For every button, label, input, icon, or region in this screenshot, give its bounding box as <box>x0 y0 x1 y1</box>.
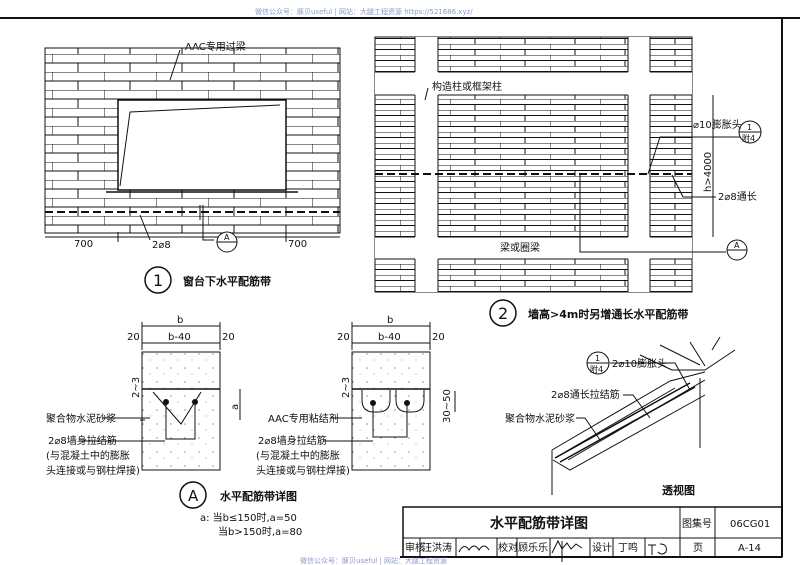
rebar-through-label: 2⌀8通长 <box>718 191 757 203</box>
column-label: 构造柱或框架柱 <box>432 80 502 93</box>
check-label: 校对 <box>498 541 518 554</box>
dim-b-right: b <box>387 315 393 326</box>
tie-label-3: 头连接或与钢柱焊接) <box>46 464 140 477</box>
detail-a-title: 水平配筋带详图 <box>220 489 297 503</box>
perspective-ref-bottom: 附4 <box>590 364 603 374</box>
ref-bottom: 附4 <box>742 133 755 143</box>
detail-a-sections <box>80 322 456 509</box>
perspective-title: 透视图 <box>662 483 695 497</box>
tie-label-2: (与混凝土中的膨胀 <box>46 449 130 462</box>
lintel-label: AAC专用过梁 <box>185 40 246 53</box>
sheet-title: 水平配筋带详图 <box>490 515 588 532</box>
dim-20-right-a: 20 <box>337 332 350 343</box>
checker-name: 顾乐乐 <box>518 542 548 554</box>
detail-number-a: A <box>188 487 199 505</box>
watermark-top: 微信公众号：豚贝useful | 网站：大腿工程资源 https://52168… <box>255 7 473 16</box>
detail-1-window-sill <box>44 47 341 294</box>
reviewer-name: 汪洪涛 <box>422 541 452 554</box>
adhesive-label: AAC专用粘结剂 <box>268 412 339 425</box>
dim-b40-left: b-40 <box>168 332 191 343</box>
gap-left: 2~3 <box>131 377 142 398</box>
perspective-tie: 2⌀8通长拉结筋 <box>551 388 620 401</box>
designer-name: 丁鸣 <box>618 541 638 554</box>
page-label: 页 <box>693 542 703 554</box>
section-marker-2: A <box>734 241 740 250</box>
detail-number-2: 2 <box>498 304 508 323</box>
perspective-anchor: 2⌀10膨胀头 <box>612 357 667 370</box>
perspective-mortar: 聚合物水泥砂浆 <box>505 412 575 425</box>
dim-b40-right: b-40 <box>378 332 401 343</box>
page-number: A-14 <box>738 543 761 554</box>
height-label: h>4000 <box>703 152 714 192</box>
mortar-label: 聚合物水泥砂浆 <box>46 412 116 425</box>
note-2: 当b>150时,a=80 <box>218 525 302 538</box>
watermark-bottom: 微信公众号：豚贝useful | 网站：大腿工程资源 <box>300 556 447 565</box>
tie-label-right-3: 头连接或与钢柱焊接) <box>256 464 350 477</box>
anchor-label: ⌀10膨胀头 <box>693 118 742 131</box>
dim-range: 30~50 <box>442 389 453 423</box>
detail-1-title: 窗台下水平配筋带 <box>183 274 271 288</box>
ref-top: 1 <box>747 123 752 132</box>
rebar-label: 2⌀8 <box>152 240 171 251</box>
dim-right: 700 <box>288 239 307 250</box>
dim-20-left-a: 20 <box>127 332 140 343</box>
tie-label-right-1: 2⌀8墙身拉结筋 <box>258 434 327 447</box>
detail-number-1: 1 <box>153 271 163 290</box>
detail-2-title: 墙高>4m时另增通长水平配筋带 <box>528 307 688 321</box>
beam-label: 梁或圈梁 <box>500 241 540 254</box>
perspective-view <box>551 336 736 495</box>
design-label: 设计 <box>592 541 612 554</box>
section-marker: A <box>224 233 230 242</box>
tie-label-1: 2⌀8墙身拉结筋 <box>48 434 117 447</box>
note-1: a: 当b≤150时,a=50 <box>200 511 297 524</box>
review-label: 审核 <box>405 541 425 554</box>
dim-a: a <box>230 404 241 410</box>
title-block <box>402 506 783 562</box>
perspective-ref-top: 1 <box>595 354 600 363</box>
atlas-label: 图集号 <box>682 517 712 530</box>
atlas-number: 06CG01 <box>730 519 770 530</box>
gap-right: 2~3 <box>341 377 352 398</box>
dim-left: 700 <box>74 239 93 250</box>
dim-20-right-b: 20 <box>432 332 445 343</box>
detail-2-tall-wall <box>374 36 762 327</box>
tie-label-right-2: (与混凝土中的膨胀 <box>256 449 340 462</box>
dim-b-left: b <box>177 315 183 326</box>
dim-20-left-b: 20 <box>222 332 235 343</box>
